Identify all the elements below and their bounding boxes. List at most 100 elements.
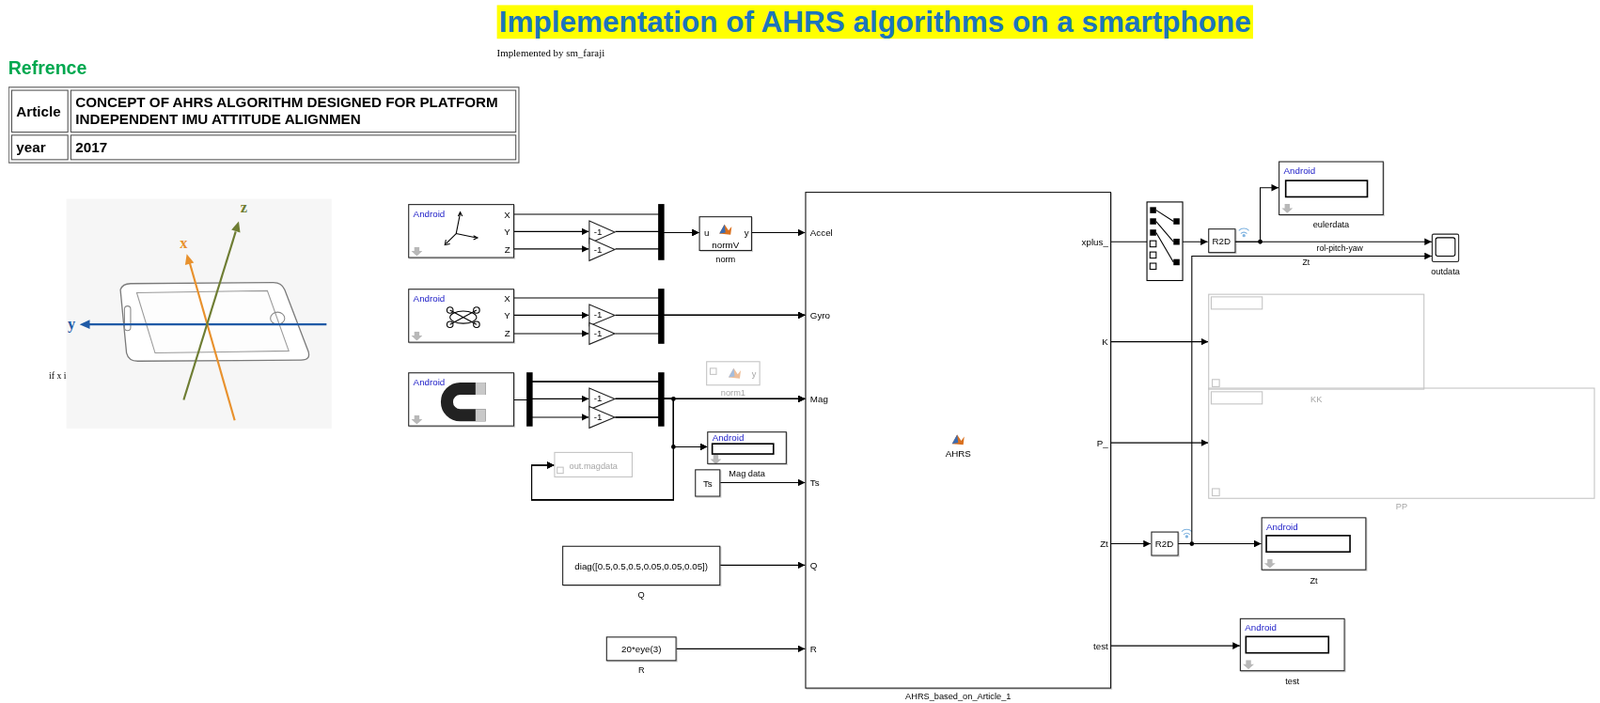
axis-label: y: [67, 316, 76, 332]
block-text: R: [638, 666, 645, 675]
selector-block: [1149, 229, 1157, 236]
gain-block: -1: [588, 406, 615, 429]
selector-block: [1156, 210, 1174, 263]
selector-block: [1173, 259, 1180, 267]
matlab-icon: [952, 434, 965, 445]
junction-dot: [1257, 239, 1263, 245]
block-text: norm1: [721, 388, 746, 397]
gyroscope-icon: [446, 307, 480, 329]
gain-block: -1: [588, 322, 615, 346]
signal-line: [514, 248, 589, 250]
matlab-icon: [728, 368, 741, 379]
block-text: Android: [413, 209, 446, 220]
matlab-icon: [719, 224, 732, 236]
simulink-block: Androidtest: [1239, 618, 1346, 672]
mux-bar: [658, 288, 665, 345]
table-text: 2017: [75, 139, 108, 156]
block-text: KK: [1310, 395, 1322, 405]
signal-line: [1111, 645, 1240, 647]
simulink-block: Android: [407, 372, 515, 427]
phone-illustration: [185, 253, 194, 266]
signal-line: [1177, 255, 1432, 544]
block-text: Android: [413, 294, 446, 304]
wireless-icon: [1239, 228, 1250, 235]
selector-block: [1146, 202, 1183, 282]
selector-block: [1173, 218, 1180, 266]
selector-block: [1146, 202, 1183, 282]
simulink-block: Ts: [694, 469, 721, 497]
junction-dot: [671, 396, 676, 402]
simulink-block: R2D: [1150, 532, 1178, 557]
block-text: Zt: [1309, 576, 1318, 585]
gain-block: -1: [588, 237, 615, 262]
block-text: Ts: [810, 479, 820, 489]
table-text: CONCEPT OF AHRS ALGORITHM DESIGNED FOR P…: [75, 94, 498, 128]
block-text: test: [1093, 642, 1109, 652]
signal-label: rol-pitch-yaw: [1316, 245, 1365, 254]
accelerometer-icon: [445, 213, 477, 245]
download-icon: [410, 331, 423, 342]
commented-block: ynorm1: [705, 360, 761, 386]
block-text: test: [1285, 676, 1300, 686]
table-text: year: [15, 139, 46, 156]
matlab-icon: [728, 368, 736, 378]
block-text: Z: [504, 329, 511, 339]
simulink-block: Androideulerdata: [1278, 161, 1384, 217]
table-text: Article: [15, 102, 61, 119]
signal-line: [1111, 341, 1208, 343]
block-text: R2D: [1155, 540, 1175, 550]
block-text: -1: [594, 394, 603, 405]
table-cell: CONCEPT OF AHRS ALGORITHM DESIGNED FOR P…: [70, 90, 517, 134]
commented-block: out.magdata: [553, 452, 633, 478]
block-text: Z: [504, 245, 511, 255]
download-icon: [1242, 659, 1255, 670]
author-note: Implemented by sm_faraji: [497, 47, 606, 59]
gain-block: -1: [588, 387, 615, 410]
phone-illustration: [231, 221, 240, 234]
commented-block: PP: [1207, 387, 1595, 499]
signal-line: [1235, 241, 1432, 243]
phone-illustration: [66, 199, 332, 429]
axis-label: z: [240, 200, 248, 216]
simulink-block: uynormVnorm: [699, 216, 753, 251]
disabled-field: [1210, 297, 1262, 310]
signal-line: [676, 648, 806, 650]
download-icon: [1264, 559, 1276, 569]
signal-line: [532, 398, 675, 500]
simulink-block: AndroidXYZ: [407, 288, 515, 344]
signal-line: [615, 314, 806, 334]
disabled-field: [557, 467, 565, 474]
display-field: [1266, 535, 1350, 552]
signal-line: [514, 314, 589, 316]
block-text: diag([0.5,0.5,0.5,0.05,0.05,0.05]): [574, 562, 708, 572]
phone-illustration: [124, 306, 131, 331]
table-cell: Article: [11, 90, 69, 134]
signal-line: [514, 332, 589, 334]
magnet-icon: [475, 408, 487, 422]
signal-label: Zt: [1301, 259, 1311, 268]
block-text: -1: [594, 245, 603, 255]
block-text: Y: [503, 228, 511, 238]
display-field: [1245, 636, 1329, 653]
signal-line: [720, 564, 805, 566]
figure-note: if x i: [48, 372, 66, 382]
table-row: year 2017: [11, 134, 517, 160]
selector-block: [1149, 263, 1157, 270]
block-text: Q: [810, 562, 818, 572]
junction-dot: [671, 444, 676, 450]
block-text: AHRS_based_on_Article_1: [905, 692, 1011, 702]
block-text: Gyro: [810, 312, 831, 322]
gain-triangle: [589, 323, 615, 346]
gain-triangle: [589, 237, 615, 261]
display-field: [1435, 237, 1456, 257]
block-text: normV: [711, 241, 739, 251]
wireless-icon: [1185, 535, 1188, 538]
disabled-field: [1212, 488, 1221, 497]
block-text: y: [752, 370, 757, 379]
selector-block: [1149, 240, 1157, 248]
junction-dot: [671, 239, 1263, 547]
block-text: Android: [712, 434, 745, 444]
selector-block: [1149, 206, 1157, 236]
block-text: R: [810, 645, 817, 656]
